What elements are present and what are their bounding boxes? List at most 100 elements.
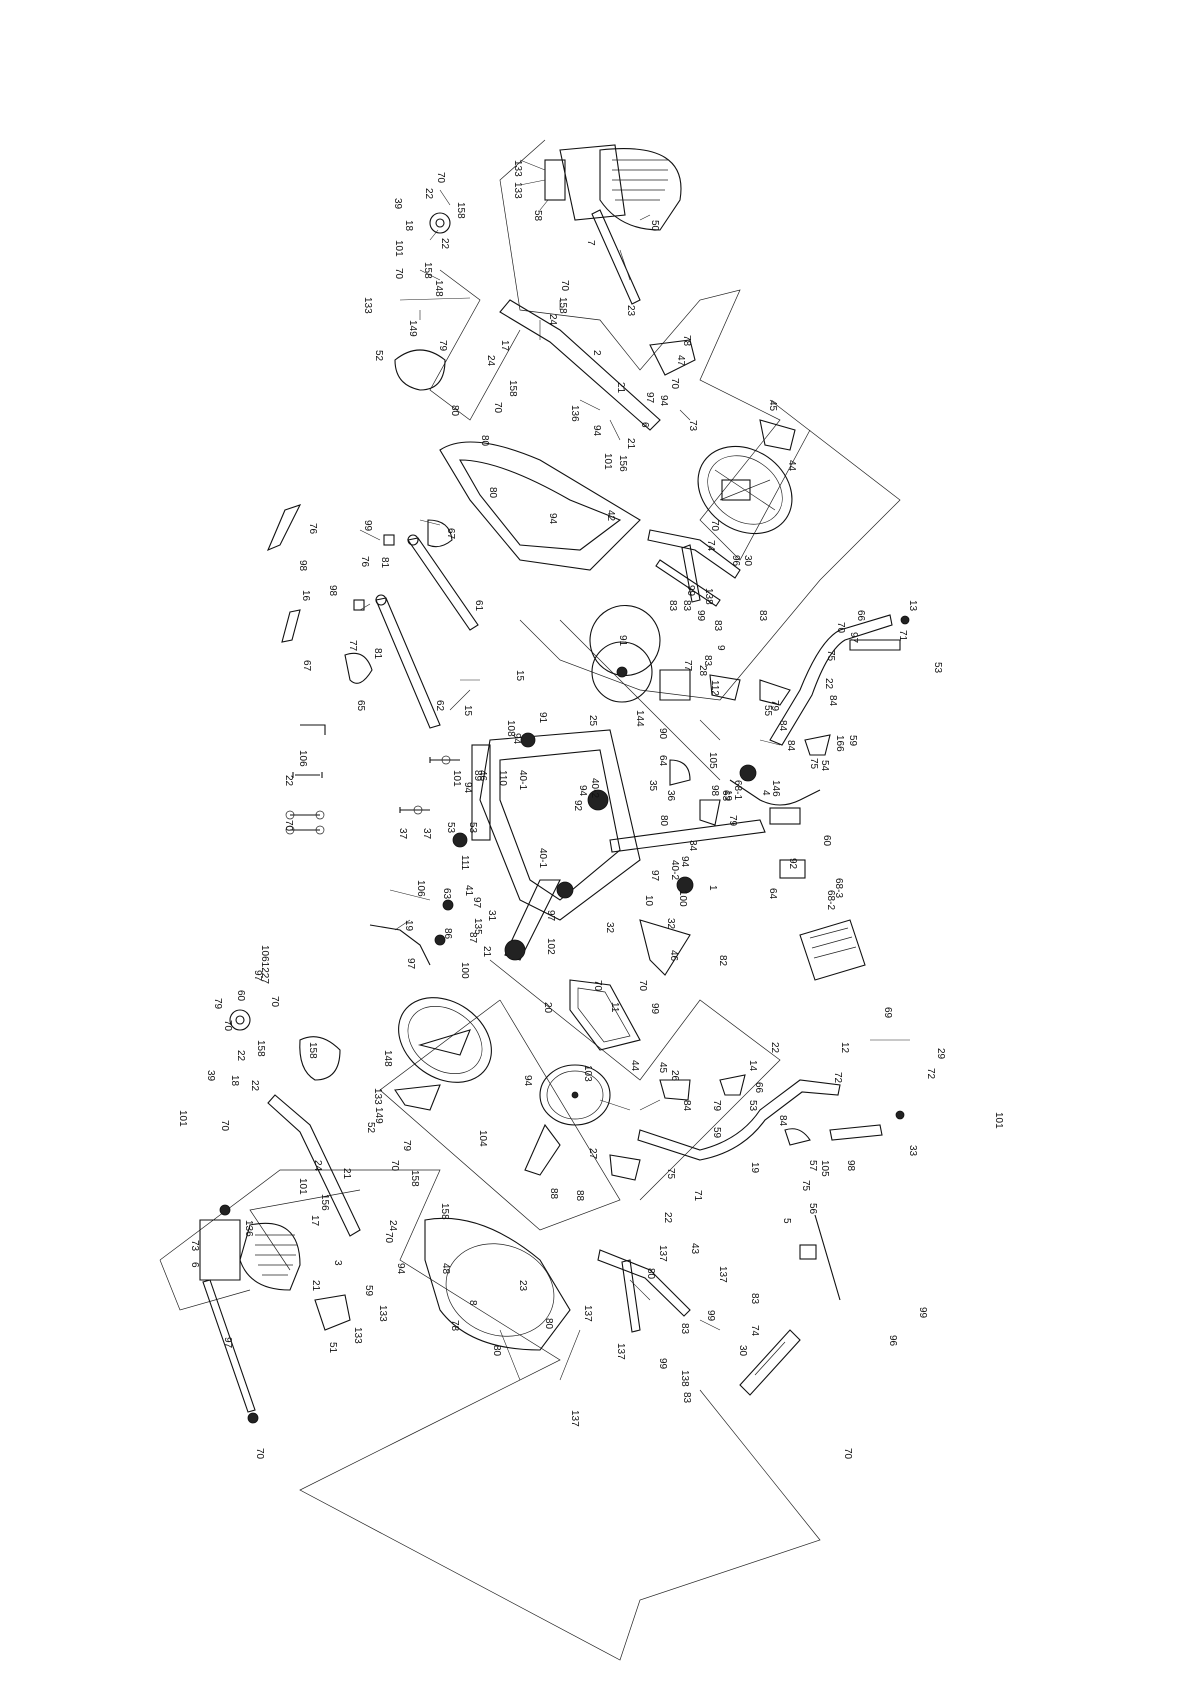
part-label: 82 — [717, 955, 728, 967]
pedal-arm-top — [647, 529, 741, 607]
part-label: 84 — [681, 1100, 692, 1112]
part-label: 137 — [657, 1245, 668, 1262]
part-label: 18 — [229, 1075, 240, 1087]
part-label: 40-1 — [537, 848, 548, 868]
part-label: 44 — [629, 1060, 640, 1072]
part-label: 10 — [643, 895, 654, 907]
part-label: 24 — [485, 355, 496, 367]
part-label: 22 — [823, 678, 834, 690]
part-label: 75 — [800, 1180, 811, 1192]
part-label: 68-1 — [732, 780, 743, 800]
part-label: 99 — [917, 1307, 928, 1319]
part-label: 83 — [679, 1323, 690, 1335]
part-label: 100 — [677, 890, 688, 907]
part-label: 149 — [407, 320, 418, 337]
part-label: 78 — [449, 1320, 460, 1332]
small-hardware-middle — [369, 755, 460, 966]
part-label: 22 — [662, 1212, 673, 1224]
part-label: 59 — [711, 1127, 722, 1139]
part-label: 79 — [711, 1100, 722, 1112]
part-label: 73 — [189, 1240, 200, 1252]
part-label: 70 — [269, 996, 280, 1008]
part-label: 3 — [332, 1260, 343, 1266]
part-label: 89 — [472, 770, 483, 782]
part-label: 99 — [362, 520, 373, 532]
part-label: 84 — [777, 720, 788, 732]
part-label: 90 — [657, 728, 668, 740]
part-label: 27 — [587, 1148, 598, 1160]
part-label: 144 — [634, 710, 645, 727]
part-label: 71 — [897, 630, 908, 642]
part-label: 43 — [689, 1243, 700, 1255]
part-label: 137 — [717, 1266, 728, 1283]
part-label: 77 — [347, 640, 358, 652]
part-label: 97 — [471, 897, 482, 909]
part-label: 148 — [433, 280, 444, 297]
part-label: 94 — [522, 1075, 533, 1087]
part-label: 41 — [463, 885, 474, 897]
side-cover-bottom — [424, 1217, 571, 1351]
part-label: 54 — [819, 760, 830, 772]
part-label: 14 — [747, 1060, 758, 1072]
part-label: 32 — [665, 918, 676, 930]
part-label: 76 — [307, 523, 318, 535]
side-cover-top — [439, 441, 641, 571]
part-label: 56 — [807, 1203, 818, 1215]
part-label: 94 — [462, 782, 473, 794]
part-label: 94 — [591, 425, 602, 437]
part-label: 70 — [592, 980, 603, 992]
part-label: 158 — [439, 1203, 450, 1220]
part-label: 97 — [649, 870, 660, 882]
part-label: 101 — [451, 770, 462, 787]
part-label: 91 — [537, 712, 548, 724]
part-label: 74 — [749, 1325, 760, 1337]
part-label: 88 — [548, 1188, 559, 1200]
pedal-arm-bottom — [597, 1249, 691, 1333]
part-label: 149 — [373, 1107, 384, 1124]
part-label: 25 — [587, 715, 598, 727]
part-label: 45 — [657, 1062, 668, 1074]
part-label: 9 — [715, 645, 726, 651]
part-label: 21 — [625, 438, 636, 450]
part-label: 81 — [379, 557, 390, 569]
part-label: 99 — [685, 585, 696, 597]
part-label: 108 — [505, 720, 516, 737]
drawing-number: 1061227 — [259, 945, 270, 984]
part-label: 111 — [459, 855, 470, 871]
part-label: 42 — [605, 510, 616, 522]
part-label: 75 — [825, 650, 836, 662]
part-label: 6 — [639, 422, 650, 428]
part-label: 79 — [212, 998, 223, 1010]
part-label: 13 — [907, 600, 918, 612]
part-label: 71 — [692, 1190, 703, 1202]
part-label: 58 — [532, 210, 543, 222]
part-label: 94 — [577, 785, 588, 797]
part-label: 97 — [405, 958, 416, 970]
part-label: 84 — [785, 740, 796, 752]
part-label: 81 — [372, 648, 383, 660]
accessories — [739, 1214, 841, 1396]
part-label: 70 — [492, 402, 503, 414]
part-label: 19 — [749, 1162, 760, 1174]
part-label: 146 — [770, 780, 781, 797]
part-label: 59 — [847, 735, 858, 747]
part-label: 80 — [491, 1345, 502, 1357]
part-label: 70 — [669, 378, 680, 390]
part-label: 79 — [769, 700, 780, 712]
part-label: 80 — [645, 1268, 656, 1280]
part-label: 21 — [481, 946, 492, 958]
part-label: 73 — [687, 420, 698, 432]
part-label: 83 — [667, 600, 678, 612]
part-label: 23 — [517, 1280, 528, 1292]
part-label: 83 — [681, 1392, 692, 1404]
part-label: 104 — [477, 1130, 488, 1147]
part-label: 17 — [309, 1215, 320, 1227]
part-label: 99 — [657, 1358, 668, 1370]
part-label: 67 — [301, 660, 312, 672]
part-label: 133 — [512, 182, 523, 199]
part-label: 67 — [445, 528, 456, 540]
part-label: 70 — [835, 622, 846, 634]
part-label: 79 — [401, 1140, 412, 1152]
part-label: 98 — [845, 1160, 856, 1172]
part-label: 62 — [434, 700, 445, 712]
